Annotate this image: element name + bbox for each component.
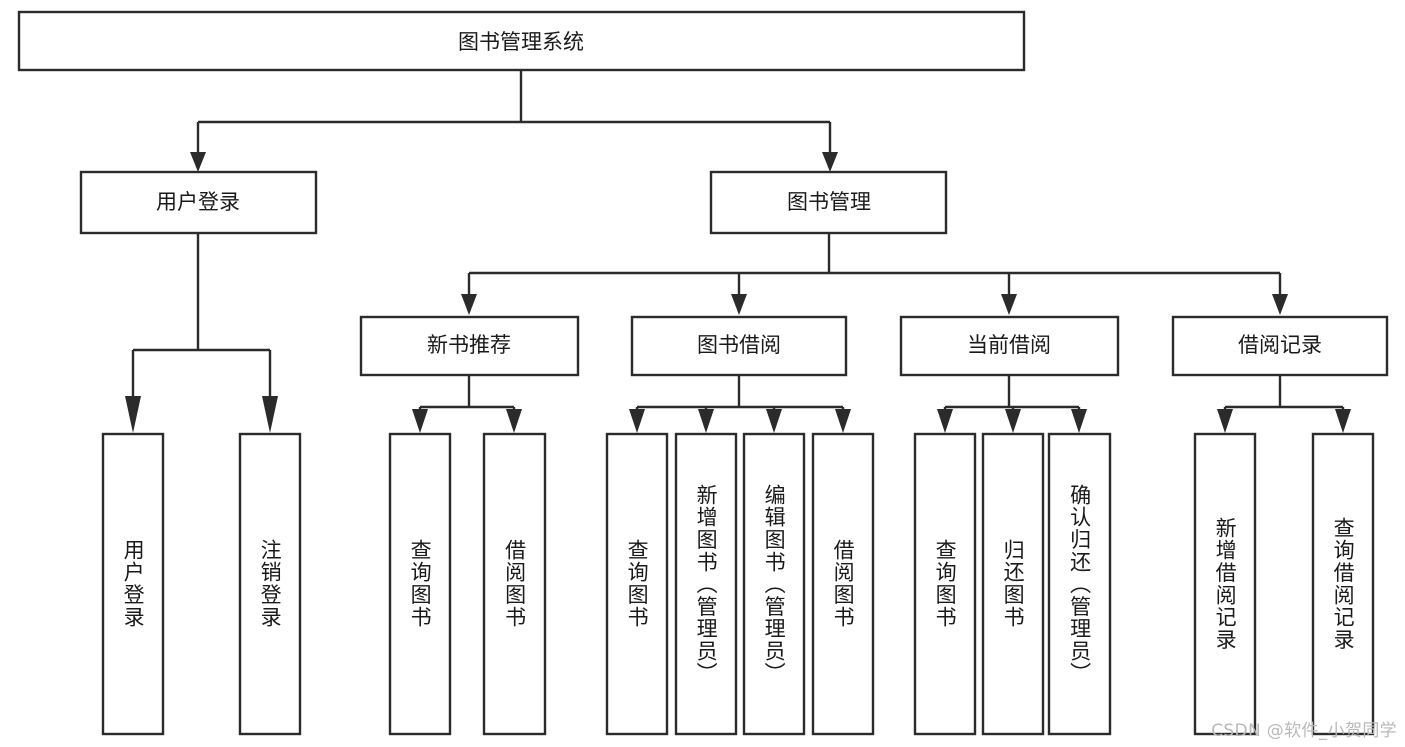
arrow-to-leaf-add-book [698, 409, 714, 433]
connector-book-manage-to-level3 [461, 233, 1288, 315]
leaf-box-query-record[interactable] [1311, 432, 1375, 736]
new-book-rec-label: 新书推荐 [427, 333, 511, 357]
root-box [17, 10, 1026, 72]
arrow-to-leaf-query-book-2 [629, 409, 645, 433]
current-borrow-box [899, 315, 1120, 377]
node-user-login[interactable]: 用户登录 [79, 170, 318, 235]
root-label: 图书管理系统 [458, 30, 584, 54]
leaf-box-borrow-book-2[interactable] [811, 432, 875, 736]
current-borrow-label: 当前借阅 [967, 333, 1051, 357]
leaf-box-logout-login[interactable] [238, 432, 302, 736]
connector-root-to-level2 [190, 70, 838, 172]
arrow-to-book-manage [822, 152, 838, 172]
arrow-to-leaf-borrow-book-1 [506, 409, 522, 433]
arrow-to-borrow-record [1272, 294, 1288, 315]
arrow-to-book-borrow [731, 294, 747, 315]
connector-borrow-record-to-leaves [1217, 375, 1351, 433]
arrow-to-leaf-confirm-return [1071, 409, 1087, 433]
arrow-to-leaf-user-login [125, 396, 141, 433]
book-manage-label: 图书管理 [787, 190, 871, 214]
connector-user-login-to-leaves [125, 233, 278, 433]
node-new-book-rec[interactable]: 新书推荐 [359, 315, 580, 377]
leaf-box-return-book[interactable] [981, 432, 1045, 736]
arrow-to-leaf-add-record [1217, 409, 1233, 433]
node-book-manage[interactable]: 图书管理 [709, 170, 948, 235]
arrow-to-leaf-return-book [1005, 409, 1021, 433]
leaf-box-add-record[interactable] [1193, 432, 1257, 736]
arrow-to-leaf-query-book-1 [412, 409, 428, 433]
leaf-box-confirm-return[interactable] [1047, 432, 1112, 736]
new-book-rec-box [359, 315, 580, 377]
leaf-box-query-book-2[interactable] [605, 432, 669, 736]
connector-book-borrow-to-leaves [629, 375, 851, 433]
arrow-to-leaf-borrow-book-2 [835, 409, 851, 433]
arrow-to-leaf-edit-book [766, 409, 782, 433]
arrow-to-user-login [190, 152, 206, 172]
leaf-box-borrow-book-1[interactable] [482, 432, 547, 736]
leaf-box-edit-book[interactable] [742, 432, 806, 736]
arrow-to-leaf-query-book-3 [937, 409, 953, 433]
leaf-box-query-book-3[interactable] [913, 432, 977, 736]
arrow-to-leaf-logout-login [262, 396, 278, 433]
csdn-watermark: CSDN @软件_小贺同学 [1211, 721, 1397, 741]
arrow-to-leaf-query-record [1335, 409, 1351, 433]
book-borrow-label: 图书借阅 [697, 333, 781, 357]
borrow-record-label: 借阅记录 [1238, 333, 1322, 357]
leaf-box-user-login[interactable] [101, 432, 165, 736]
connector-new-book-rec-to-leaves [412, 375, 522, 433]
node-current-borrow[interactable]: 当前借阅 [899, 315, 1120, 377]
node-borrow-record[interactable]: 借阅记录 [1171, 315, 1389, 377]
user-login-box [79, 170, 318, 235]
leaf-box-query-book-1[interactable] [388, 432, 452, 736]
connector-current-borrow-to-leaves [937, 375, 1087, 433]
node-root[interactable]: 图书管理系统 [17, 10, 1026, 72]
leaf-box-add-book[interactable] [674, 432, 738, 736]
user-login-label: 用户登录 [156, 190, 240, 214]
node-book-borrow[interactable]: 图书借阅 [630, 315, 848, 377]
arrow-to-new-book-rec [461, 294, 477, 315]
arrow-to-current-borrow [1001, 294, 1017, 315]
